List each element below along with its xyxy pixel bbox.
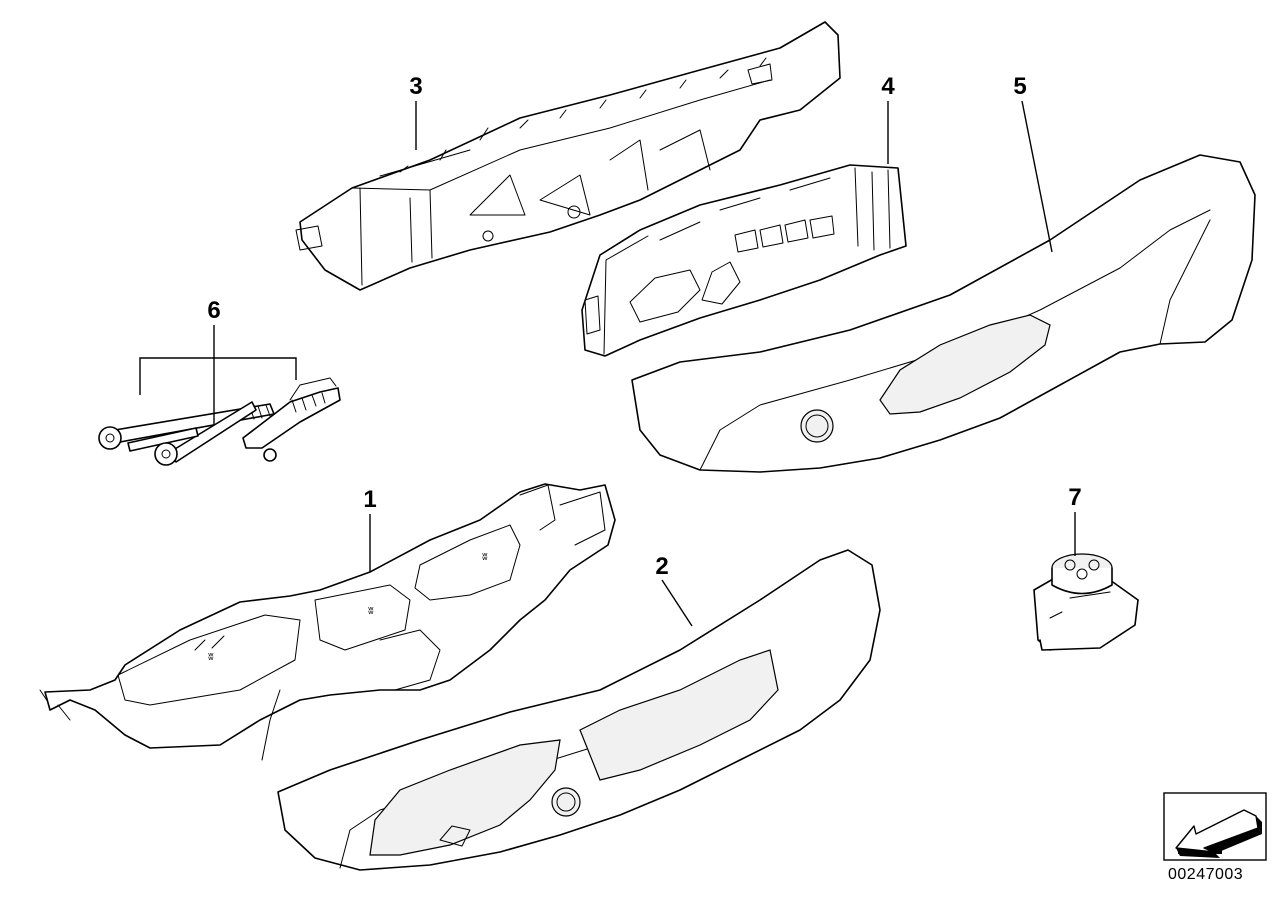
callout-1: 1 — [363, 486, 376, 513]
callout-labels: 3 4 5 6 1 2 7 — [207, 73, 1081, 580]
part-2-side-trim-panel — [277, 549, 881, 871]
part-1-switch-assembly: ʬ ʬ ʬ — [39, 483, 616, 761]
part-5-side-trim-cover — [631, 154, 1256, 473]
callout-3: 3 — [409, 73, 422, 100]
part-3-carrier-bracket — [295, 21, 841, 291]
callout-7: 7 — [1068, 484, 1081, 511]
leader-lines — [139, 100, 1076, 627]
callout-4: 4 — [881, 73, 895, 100]
svg-text:ʬ: ʬ — [482, 550, 488, 563]
part-4-switch-block — [581, 164, 907, 357]
document-id: 00247003 — [1168, 866, 1244, 883]
svg-text:ʬ: ʬ — [208, 650, 214, 663]
svg-text:ʬ: ʬ — [368, 604, 374, 617]
callout-2: 2 — [655, 553, 668, 580]
callout-6: 6 — [207, 297, 220, 324]
part-7-rotary-switch — [1033, 553, 1139, 651]
callout-5: 5 — [1013, 73, 1026, 100]
arrow-back-icon[interactable] — [1163, 792, 1267, 861]
part-6-bolts-and-clip — [98, 377, 341, 466]
